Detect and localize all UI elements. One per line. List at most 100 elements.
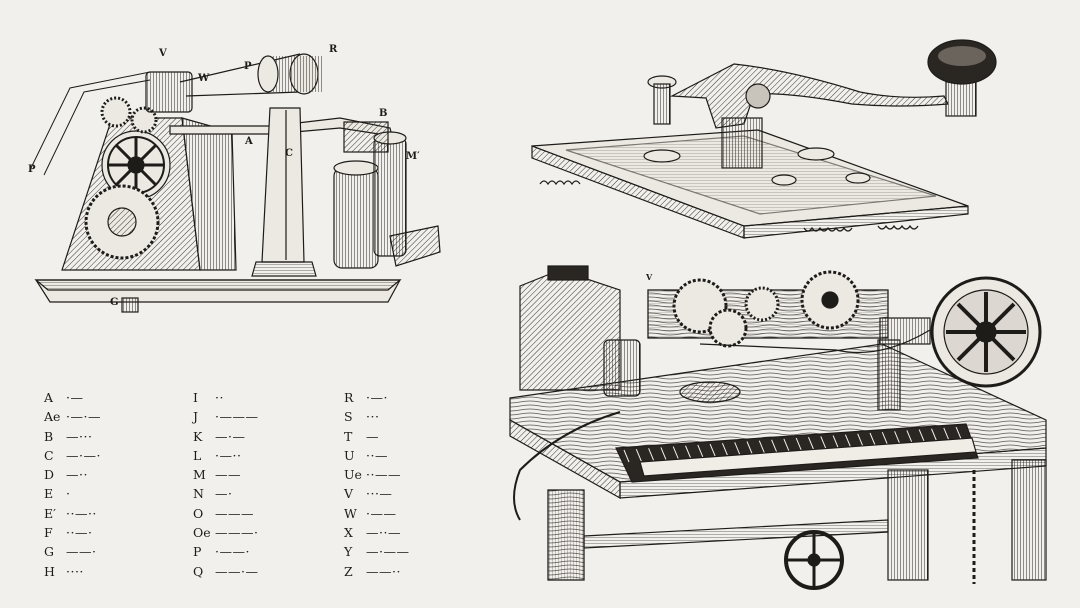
morse-letter: U xyxy=(344,447,355,463)
keyboard-key xyxy=(648,448,655,461)
morse-entry: Oe———· xyxy=(193,523,258,542)
morse-code-signal: ··—·· xyxy=(66,505,97,521)
morse-code-signal: ···— xyxy=(366,486,393,502)
morse-letter: D xyxy=(44,467,55,483)
morse-code-signal: ——— xyxy=(215,505,254,521)
morse-entry: B —··· xyxy=(44,427,101,446)
morse-letter: N xyxy=(193,486,204,502)
telegraph-key-illustration xyxy=(531,39,997,239)
morse-entry: I·· xyxy=(193,388,258,407)
morse-code-signal: —·—— xyxy=(366,544,410,560)
morse-code-signal: — xyxy=(366,428,379,444)
morse-entry: E′··—·· xyxy=(44,504,101,523)
morse-letter: F xyxy=(44,525,53,541)
keyboard-key xyxy=(697,444,704,458)
keyboard-key xyxy=(746,441,753,454)
morse-entry: C —·—· xyxy=(44,446,101,465)
morse-code-signal: ···· xyxy=(66,563,84,579)
morse-letter: G xyxy=(44,544,54,560)
morse-letter: V xyxy=(344,486,354,502)
label-P-left: P xyxy=(28,164,36,175)
morse-code-signal: —·—· xyxy=(66,447,101,463)
morse-entry: Ae·—·— xyxy=(44,407,101,426)
morse-entry: X—··— xyxy=(344,523,409,542)
keyboard-key xyxy=(685,445,691,458)
label-V: V xyxy=(159,48,167,59)
morse-letter: I xyxy=(193,390,198,405)
morse-entry: L ·—·· xyxy=(193,446,258,465)
keyboard-key xyxy=(709,443,716,457)
morse-entry: A ·— xyxy=(44,388,101,407)
morse-letter: Ue xyxy=(344,467,362,483)
morse-entry: T— xyxy=(344,427,409,446)
keyboard-key xyxy=(758,440,765,453)
morse-code-signal: ———· xyxy=(215,525,259,541)
morse-letter: B xyxy=(44,428,54,444)
morse-letter: M xyxy=(193,467,206,483)
morse-code-signal: ··— xyxy=(366,447,388,463)
morse-letter: A xyxy=(44,390,54,405)
morse-code-signal: —— xyxy=(215,467,241,483)
label-P-top: P xyxy=(244,61,252,72)
morse-code-signal: —·· xyxy=(66,467,88,483)
morse-code-signal: ·——— xyxy=(215,409,259,425)
morse-code-signal: · xyxy=(66,486,71,502)
label-A: A xyxy=(245,136,253,147)
keyboard-key xyxy=(955,426,962,440)
keyboard-key xyxy=(906,430,913,443)
keyboard-key xyxy=(881,431,888,445)
morse-letter: J xyxy=(193,409,199,425)
morse-code-signal: —··— xyxy=(366,525,401,541)
morse-entry: E· xyxy=(44,484,101,503)
label-C: C xyxy=(285,148,293,159)
morse-code-signal: —·— xyxy=(215,428,246,444)
morse-code-signal: —· xyxy=(215,486,233,502)
label-R: R xyxy=(329,44,338,55)
label-W: W xyxy=(198,73,210,84)
morse-column-1: A ·— Ae·—·— B —··· C —·—· D —··E·E′··—·· F ··—·G——… xyxy=(44,388,101,581)
keyboard-key xyxy=(660,447,667,460)
morse-code-signal: ··—— xyxy=(366,467,401,483)
morse-letter: O xyxy=(193,505,204,521)
morse-column-2: I··J·———K—·—L·—··M——N—·O———Oe———·P·——·Q—… xyxy=(193,388,258,581)
morse-code-signal: ··· xyxy=(366,409,380,425)
morse-code-signal: ——·· xyxy=(366,563,401,579)
morse-code-signal: ·—· xyxy=(366,390,388,405)
keyboard-key xyxy=(808,437,814,450)
label-B: B xyxy=(379,108,388,119)
morse-code-signal: ·—·— xyxy=(66,409,101,425)
keyboard-key xyxy=(869,432,876,446)
morse-letter: C xyxy=(44,447,54,463)
morse-code-signal: ——·— xyxy=(215,563,259,579)
morse-entry: M —— xyxy=(193,465,258,484)
label-M-prime: M′ xyxy=(406,151,420,162)
label-G: G xyxy=(110,297,119,308)
morse-entry: R·—· xyxy=(344,388,409,407)
morse-code-signal: —··· xyxy=(66,428,93,444)
morse-code-signal: ·— xyxy=(66,390,84,405)
morse-letter: Y xyxy=(344,544,353,560)
morse-register-illustration xyxy=(29,53,441,313)
label-V-printer: V xyxy=(646,272,653,282)
keyboard-key xyxy=(635,448,642,462)
morse-letter: K xyxy=(193,428,203,444)
morse-entry: Y —·—— xyxy=(344,542,409,561)
morse-letter: L xyxy=(193,447,202,463)
morse-letter: Q xyxy=(193,563,204,579)
morse-entry: K —·— xyxy=(193,427,258,446)
keyboard-key xyxy=(623,449,630,463)
morse-entry: G——· xyxy=(44,542,101,561)
keyboard-key xyxy=(795,437,802,451)
keyboard-key xyxy=(918,429,925,442)
morse-code-signal: ··—· xyxy=(66,525,93,541)
keyboard-key xyxy=(894,431,901,444)
morse-entry: U ··— xyxy=(344,446,409,465)
morse-entry: V ···— xyxy=(344,484,409,503)
morse-entry: J ·——— xyxy=(193,407,258,426)
morse-code-signal: ·——· xyxy=(215,544,250,560)
morse-letter: H xyxy=(44,563,55,579)
keyboard-key xyxy=(943,427,950,441)
morse-code-signal: ·—·· xyxy=(215,447,242,463)
morse-code-signal: ·—— xyxy=(366,505,397,521)
